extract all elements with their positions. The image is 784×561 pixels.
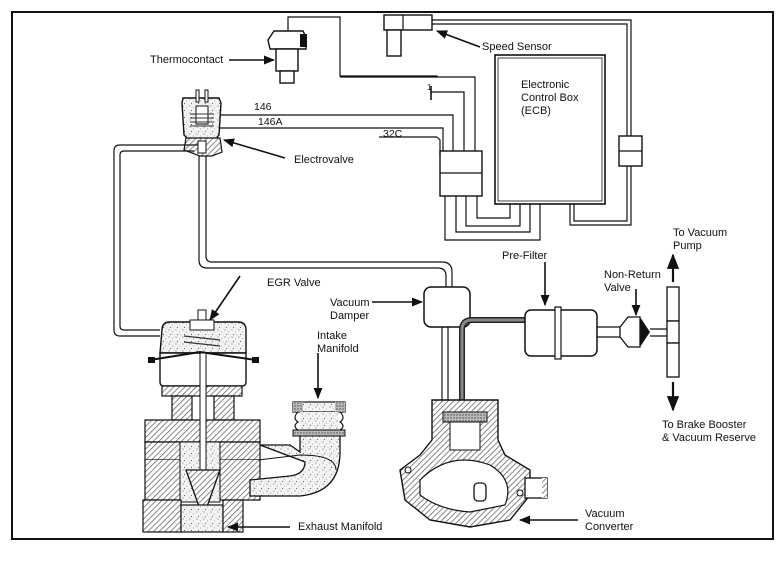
hose-electrovalve-to-egr — [113, 144, 198, 337]
egr-valve-label: EGR Valve — [267, 277, 321, 289]
intake-manifold-label-line1: Intake — [317, 330, 347, 342]
thermocontact — [267, 16, 438, 84]
non-return-valve-label-line2: Valve — [604, 282, 631, 294]
intake-manifold-label-line2: Manifold — [317, 343, 359, 355]
vacuum-converter-label-line2: Converter — [585, 521, 634, 533]
egr-valve — [142, 309, 261, 533]
speed-sensor — [383, 14, 632, 136]
speed-sensor-leader — [435, 30, 481, 48]
hose-electrovalve-to-damper — [198, 156, 447, 287]
to-vacuum-pump-label-line1: To Vacuum — [673, 227, 728, 239]
egr-valve-leader — [209, 275, 241, 321]
exhaust-manifold-label: Exhaust Manifold — [298, 521, 383, 533]
non-return-valve-label-line1: Non-Return — [604, 269, 661, 281]
pre-filter-label: Pre-Filter — [502, 250, 548, 262]
to-brake-booster-label-line1: To Brake Booster — [662, 419, 747, 431]
electronic-control-box — [494, 54, 606, 205]
electrovalve-label: Electrovalve — [294, 154, 354, 166]
intake-manifold — [249, 401, 346, 497]
wire-32c-label: 32C — [383, 128, 403, 140]
vacuum-tee — [666, 286, 680, 378]
speed-sensor-label: Speed Sensor — [482, 41, 552, 53]
thermocontact-label: Thermocontact — [150, 54, 224, 66]
to-vacuum-pump-label-line2: Pump — [673, 240, 702, 252]
ecb-label-line1: Electronic — [521, 79, 570, 91]
non-return-valve — [619, 316, 668, 348]
wire-146-label: 146 — [254, 101, 272, 113]
ecb-label-line2: Control Box — [521, 92, 579, 104]
electrovalve — [181, 89, 223, 157]
electrovalve-leader — [222, 138, 286, 159]
to-brake-booster-label-line2: & Vacuum Reserve — [662, 432, 756, 444]
ecb-right-connector — [569, 135, 643, 226]
ecb-left-connector — [220, 76, 541, 241]
pre-filter — [524, 306, 620, 360]
hose-converter-to-prefilter — [459, 317, 525, 405]
vacuum-damper-label-line2: Damper — [330, 310, 370, 322]
vacuum-damper-label-line1: Vacuum — [330, 297, 370, 309]
vacuum-damper — [423, 286, 471, 400]
vacuum-converter-label-line1: Vacuum — [585, 508, 625, 520]
wire-1-label: 1 — [427, 83, 432, 92]
diagram-frame — [11, 11, 774, 540]
ecb-label-line3: (ECB) — [521, 105, 551, 117]
vacuum-converter — [399, 399, 548, 528]
wire-146a-label: 146A — [258, 116, 283, 128]
